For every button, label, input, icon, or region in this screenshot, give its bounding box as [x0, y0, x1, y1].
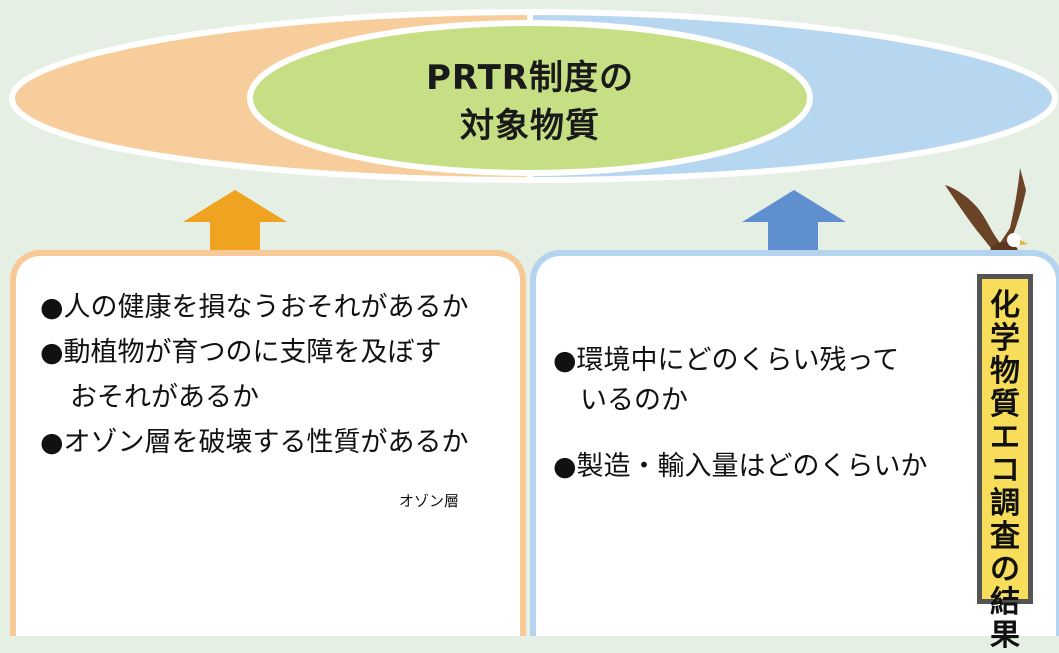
left-criterion-2-cont: おそれがあるか — [70, 382, 259, 413]
right-criterion-1: ●環境中にどのくらい残って — [553, 345, 900, 376]
blue-up-arrow — [742, 190, 846, 252]
title-line-1: PRTR制度の — [426, 58, 634, 98]
left-criterion-1: ●人の健康を損なうおそれがあるか — [40, 292, 469, 323]
eco-survey-badge: 化学物質エコ調査の結果 — [977, 274, 1033, 652]
diagram-canvas — [8, 8, 1059, 608]
left-criterion-3: ●オゾン層を破壊する性質があるか — [40, 427, 469, 458]
title-line-2: 対象物質 — [460, 106, 600, 146]
ozone-label: オゾン層 — [398, 492, 459, 510]
badge-label: 化学物質エコ調査の結果 — [990, 288, 1020, 653]
left-criterion-2: ●動植物が育つのに支障を及ぼす — [40, 337, 442, 368]
right-criterion-2: ●製造・輸入量はどのくらいか — [553, 451, 928, 482]
green-center-ellipse — [247, 20, 813, 176]
right-criterion-1-cont: いるのか — [580, 385, 688, 416]
right-criteria-box — [530, 250, 1059, 636]
left-criteria-box — [10, 250, 526, 636]
orange-up-arrow — [183, 190, 287, 252]
